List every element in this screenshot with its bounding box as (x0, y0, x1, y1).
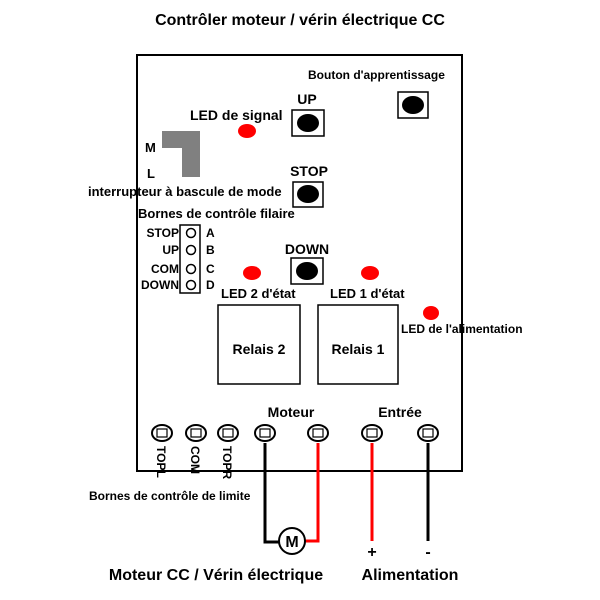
down-button-label: DOWN (285, 241, 329, 257)
wired-terminal-up: UP B (162, 243, 215, 257)
svg-text:C: C (206, 262, 215, 276)
motor-symbol-label: M (285, 534, 298, 551)
negative-sign: - (425, 544, 430, 561)
svg-text:STOP: STOP (147, 226, 179, 240)
controller-board (136, 54, 463, 472)
power-caption: Alimentation (362, 567, 459, 584)
input-terminals-label: Entrée (378, 404, 422, 420)
status-led-1-label: LED 1 d'état (330, 286, 405, 301)
limit-terminal-topl (151, 424, 173, 442)
status-led-2-label: LED 2 d'état (221, 286, 296, 301)
stop-button (292, 181, 324, 208)
relay-2-label: Relais 2 (233, 341, 286, 357)
signal-led-label: LED de signal (190, 107, 283, 123)
motor-terminals-label: Moteur (268, 404, 315, 420)
learn-button (397, 91, 429, 119)
mode-m-label: M (145, 140, 156, 155)
motor-symbol (278, 527, 306, 555)
motor-terminal-2 (307, 424, 329, 442)
power-led-label: LED de l'alimentation (401, 322, 523, 336)
status-led-1 (361, 266, 379, 280)
learn-button-label: Bouton d'apprentissage (308, 68, 445, 82)
status-led-2 (243, 266, 261, 280)
relay-2 (217, 304, 301, 385)
limit-topr-label: TOPR (220, 446, 234, 479)
relay-1 (317, 304, 399, 385)
wired-terminals-label: Bornes de contrôle filaire (138, 206, 295, 221)
svg-text:DOWN: DOWN (141, 278, 179, 292)
wired-terminal-down: DOWN D (141, 278, 215, 292)
mode-toggle-switch (162, 131, 200, 177)
limit-topl-label: TOPL (154, 446, 168, 478)
motor-wire-black (263, 443, 279, 544)
motor-caption: Moteur CC / Vérin électrique (109, 567, 323, 584)
svg-text:COM: COM (151, 262, 179, 276)
limit-terminal-topr (217, 424, 239, 442)
power-led (423, 306, 439, 320)
svg-text:B: B (206, 243, 215, 257)
mode-switch-label: interrupteur à bascule de mode (88, 184, 282, 199)
signal-led (238, 124, 256, 138)
svg-text:D: D (206, 278, 215, 292)
diagram-title: Contrôler moteur / vérin électrique CC (155, 12, 445, 29)
svg-text:A: A (206, 226, 215, 240)
input-terminal-negative (417, 424, 439, 442)
mode-l-label: L (147, 166, 155, 181)
motor-wire-red (305, 443, 320, 543)
wired-terminal-com: COM C (151, 262, 215, 276)
wired-terminal-stop: STOP A (147, 226, 215, 240)
up-button-label: UP (297, 91, 316, 107)
limit-com-label: COM (188, 446, 202, 474)
limit-terminal-com (185, 424, 207, 442)
svg-text:UP: UP (162, 243, 179, 257)
down-button (290, 257, 324, 285)
up-button (291, 109, 325, 137)
relay-1-label: Relais 1 (332, 341, 385, 357)
input-terminal-positive (361, 424, 383, 442)
motor-terminal-1 (254, 424, 276, 442)
positive-sign: + (367, 544, 376, 561)
wired-terminal-block (179, 224, 201, 294)
limit-terminals-label: Bornes de contrôle de limite (89, 489, 251, 503)
stop-button-label: STOP (290, 163, 328, 179)
